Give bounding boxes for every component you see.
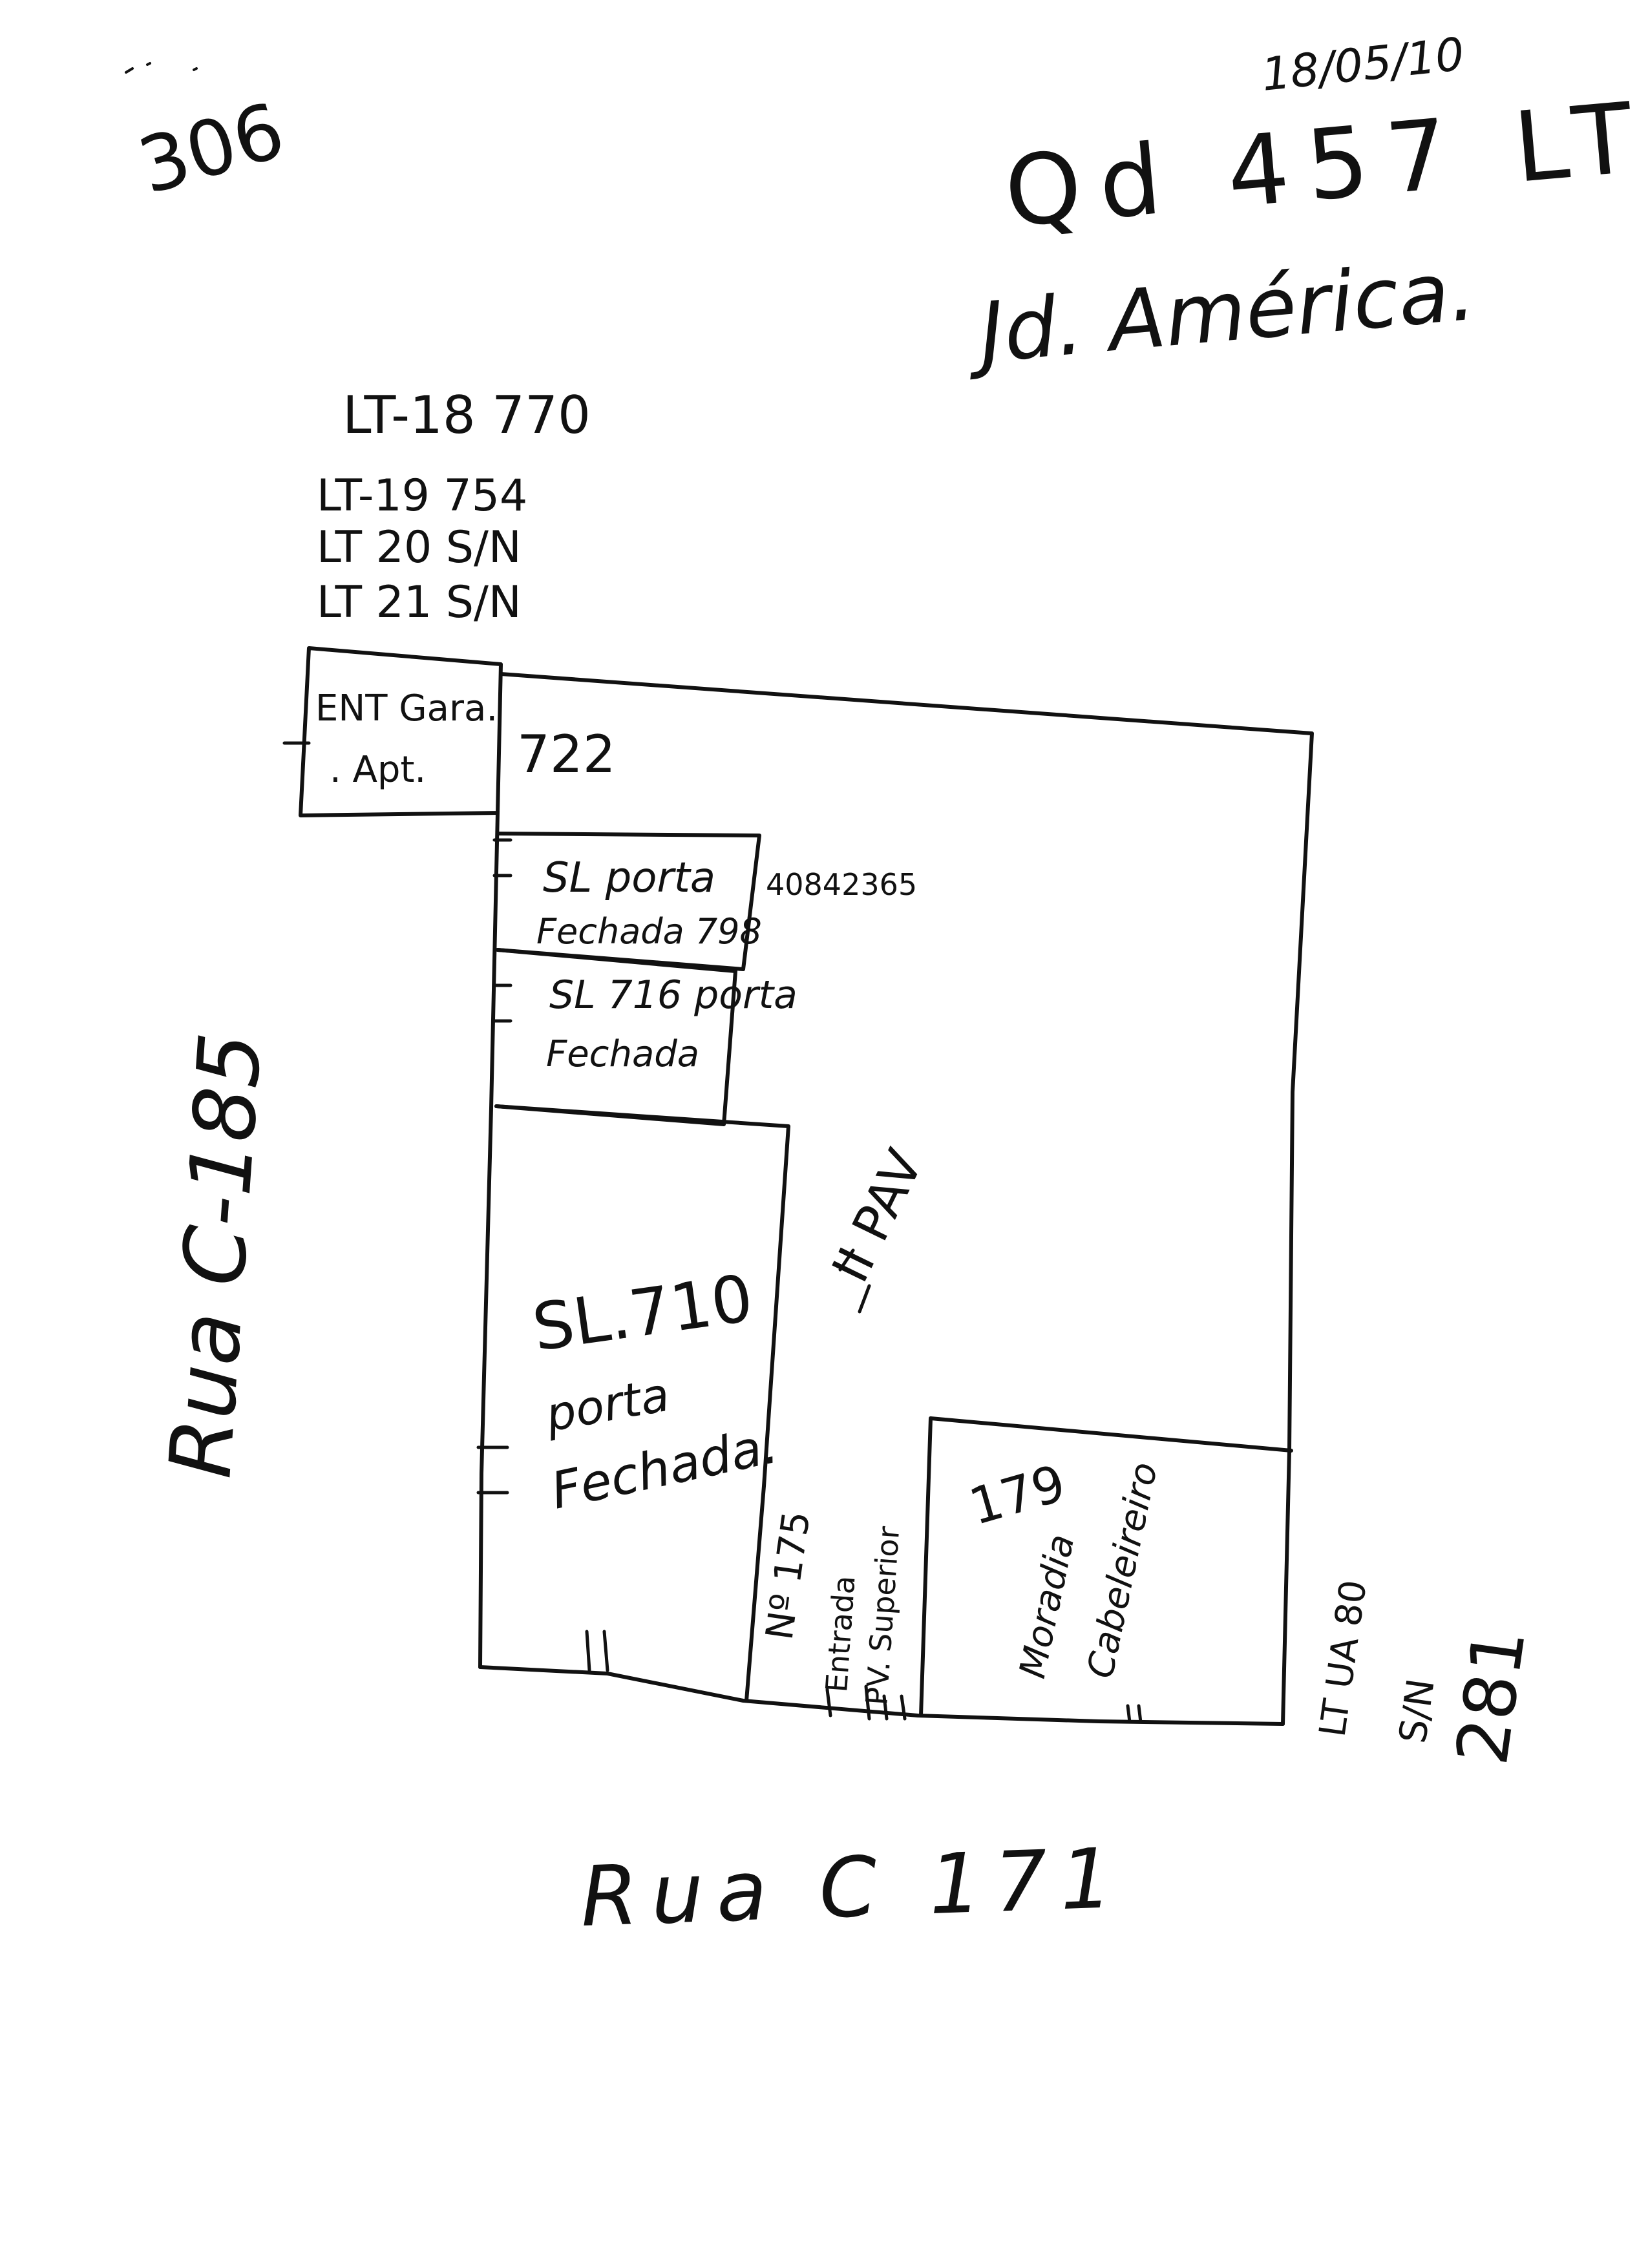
lot-281-label: 281 (1441, 1624, 1541, 1770)
unit-798-line2: Fechada 798 (536, 911, 762, 952)
residence-line1: Moradia (1011, 1531, 1083, 1682)
lot-19-entry: LT-19 754 (317, 470, 527, 521)
neighborhood-name: Jd. América. (962, 242, 1479, 383)
residence-line2: Cabeleireiro (1079, 1458, 1166, 1681)
unit-716-line2: Fechada (546, 1033, 699, 1075)
west-street-name: Rua C-185 (151, 1029, 281, 1481)
south-street-name: Rua C 171 (579, 1831, 1127, 1946)
garage-apt-label: . Apt. (330, 749, 426, 791)
lot-21-entry: LT 21 S/N (317, 577, 522, 628)
unit-175-label: Nº 175 (757, 1509, 819, 1643)
lot-sn-label: S/N (1391, 1676, 1443, 1746)
unit-798-side-number: 40842365 (766, 867, 917, 902)
upper-floor-label: II PAV (821, 1141, 935, 1291)
unit-798-line1: SL porta (543, 854, 715, 902)
unit-710-line2: porta (541, 1367, 673, 1442)
plan-outline (282, 646, 1314, 1726)
residence-number: 179 (963, 1454, 1072, 1537)
lot-18-entry: LT-18 770 (343, 385, 591, 445)
garage-number: 722 (517, 724, 616, 784)
garage-entry-label: ENT Gara. (315, 688, 498, 730)
upstairs-entry-line2: PV. Superior (859, 1525, 906, 1706)
lot-20-entry: LT 20 S/N (317, 522, 522, 573)
date-stamp: 18/05/10 (1259, 27, 1466, 101)
unit-716-line1: SL 716 porta (549, 972, 798, 1018)
unit-710-line1: SL.710 (528, 1260, 757, 1365)
lot-lt-label: LT UA 80 (1311, 1577, 1375, 1739)
upstairs-entry-line1: Entrada (819, 1575, 861, 1694)
stray-mark (125, 62, 198, 74)
page-number: 306 (129, 85, 294, 211)
